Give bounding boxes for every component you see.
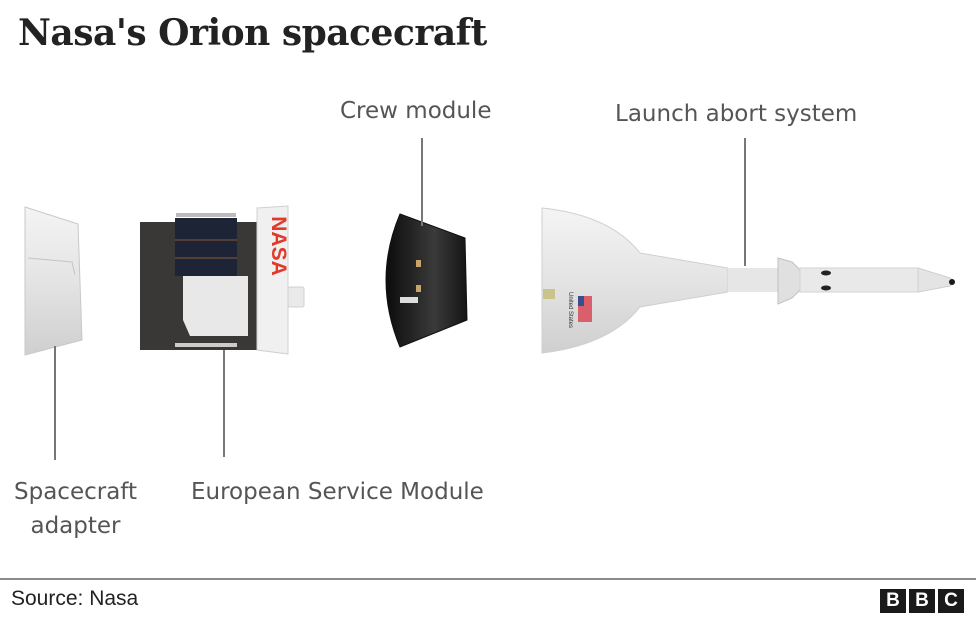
bbc-logo-b2: B (909, 589, 935, 613)
label-adapter-line2: adapter (30, 513, 121, 539)
bbc-logo-c: C (938, 589, 964, 613)
footer-divider (0, 578, 976, 580)
nasa-logo: NASA (267, 216, 290, 276)
european-service-module-shape: NASA (140, 205, 305, 355)
bbc-logo: B B C (880, 589, 964, 613)
spacecraft-adapter-shape (24, 206, 83, 356)
launch-abort-system-shape: United States (541, 207, 955, 354)
label-spacecraft-adapter: Spacecraft adapter (14, 475, 137, 543)
bbc-logo-b1: B (880, 589, 906, 613)
us-flag-icon (578, 296, 592, 322)
united-states-marking: United States (567, 292, 573, 328)
adapter-leader-line (54, 346, 56, 460)
crew-module-shape (385, 213, 468, 348)
label-adapter-line1: Spacecraft (14, 479, 137, 505)
las-leader-line (744, 138, 746, 266)
source-credit: Source: Nasa (11, 587, 139, 610)
esm-leader-line (223, 350, 225, 457)
label-crew-module: Crew module (340, 98, 492, 124)
page-title: Nasa's Orion spacecraft (18, 12, 487, 54)
label-european-service-module: European Service Module (191, 479, 484, 505)
label-launch-abort-system: Launch abort system (615, 101, 858, 127)
crew-leader-line (421, 138, 423, 226)
